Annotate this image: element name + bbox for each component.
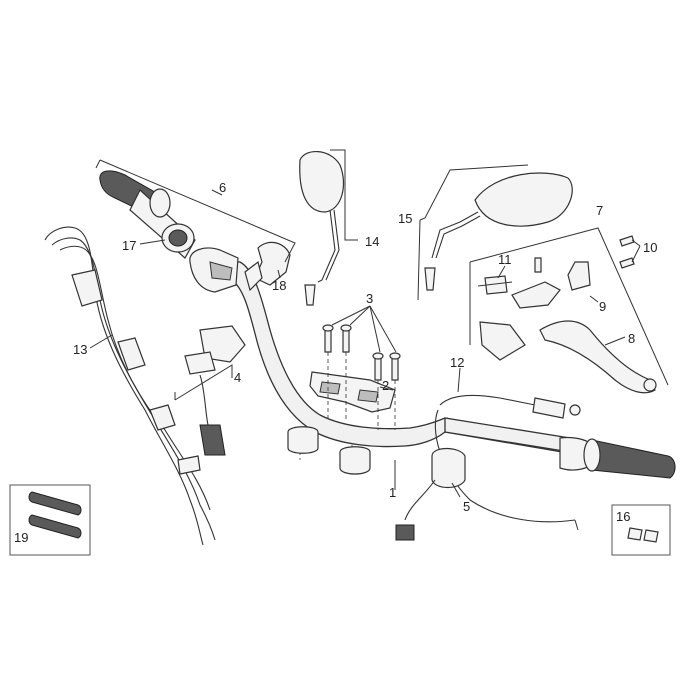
switch-11 (477, 275, 513, 295)
lower-risers (287, 426, 371, 475)
screws-10 (534, 235, 635, 273)
callout-1: 1 (389, 485, 396, 500)
callout-6: 6 (219, 180, 226, 195)
lever-assembly-box (469, 227, 669, 386)
lever-part (479, 321, 526, 361)
callout-9: 9 (599, 299, 606, 314)
left-mirror (299, 151, 345, 306)
callout-10: 10 (643, 240, 657, 255)
callout-3: 3 (366, 291, 373, 306)
clutch-cable (434, 394, 581, 531)
right-grip (559, 436, 676, 479)
part-16-box (611, 504, 671, 556)
callout-15: 15 (398, 211, 412, 226)
callout-12: 12 (450, 355, 464, 370)
switch-5 (395, 447, 466, 541)
callout-7: 7 (596, 203, 603, 218)
callout-4: 4 (234, 370, 241, 385)
right-mirror (424, 172, 573, 291)
riser-clamp (309, 371, 396, 413)
callout-13: 13 (73, 342, 87, 357)
callout-17: 17 (122, 238, 136, 253)
spare-grips-box (9, 484, 91, 556)
callout-16: 16 (616, 509, 630, 524)
callout-8: 8 (628, 331, 635, 346)
callout-19: 19 (14, 530, 28, 545)
grip-end-ring (161, 223, 195, 253)
throttle-cables (44, 226, 216, 546)
bolts-3 (322, 324, 401, 381)
callout-11: 11 (498, 252, 512, 267)
lever-bracket (511, 261, 591, 309)
callout-18: 18 (272, 278, 286, 293)
leader-lines (89, 149, 641, 498)
switch-4 (184, 325, 246, 456)
left-switch-housing (189, 247, 239, 293)
callout-labels: 1 2 3 4 5 6 7 8 9 10 11 12 13 14 15 16 1… (14, 180, 657, 545)
callout-14: 14 (365, 234, 379, 249)
lever-8 (539, 320, 657, 394)
clamp-18 (244, 241, 291, 292)
callout-5: 5 (463, 499, 470, 514)
callout-2: 2 (382, 378, 389, 393)
